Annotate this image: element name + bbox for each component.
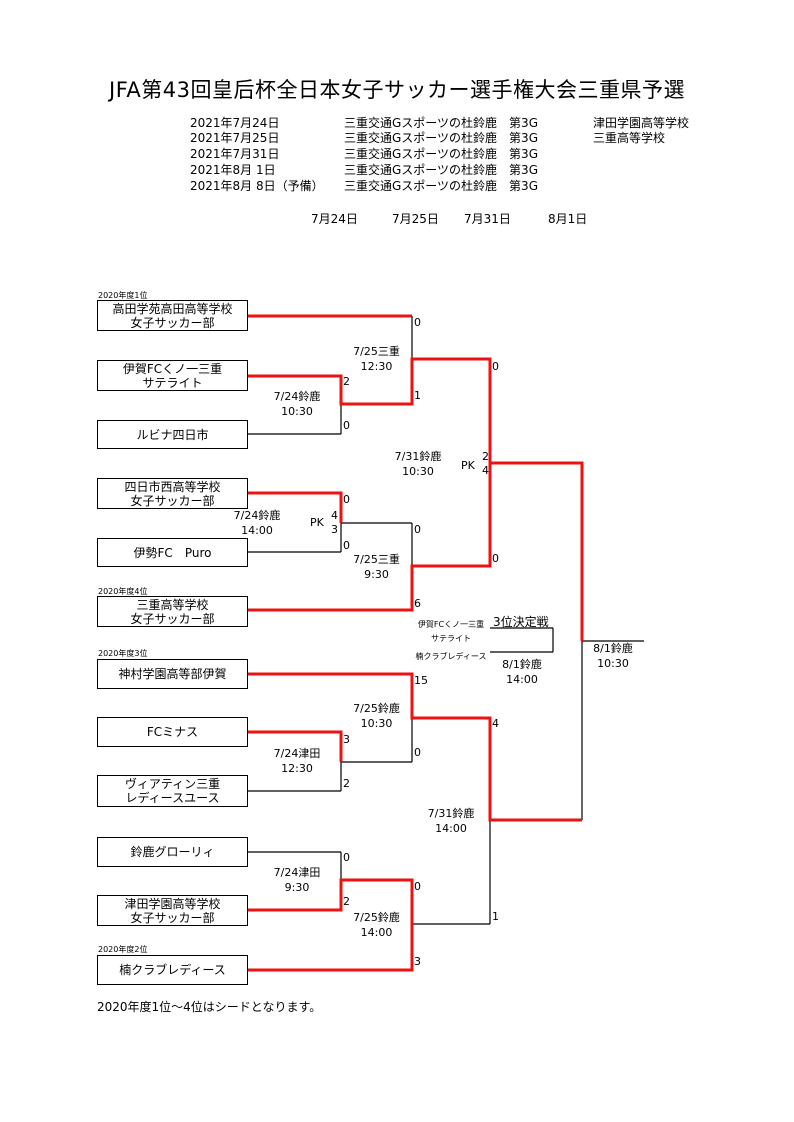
team-name: 高田学苑高田高等学校	[112, 301, 233, 316]
schedule-extra: 津田学園高等学校	[593, 116, 690, 130]
page-title: JFA第43回皇后杯全日本女子サッカー選手権大会三重県予選	[109, 78, 685, 102]
seed-label: 2020年度1位	[98, 291, 148, 300]
score: 6	[414, 597, 421, 610]
score: 2	[343, 895, 350, 908]
schedule-date: 2021年7月24日	[190, 116, 280, 130]
column-header: 7月24日	[311, 212, 358, 226]
pk-label: PK	[310, 516, 324, 529]
team-name-sub: レディースユース	[125, 791, 220, 805]
team-name: ヴィアティン三重	[124, 777, 221, 791]
score: 2	[482, 450, 489, 463]
team-box: 高田学苑高田高等学校 女子サッカー部	[97, 300, 248, 331]
team-name-sub: 女子サッカー部	[130, 611, 215, 626]
team-box: 伊勢FC Puro	[97, 538, 248, 567]
score: 15	[414, 674, 428, 687]
score: 0	[414, 746, 421, 759]
team-name-sub: 女子サッカー部	[130, 910, 215, 925]
seed-label: 2020年度3位	[98, 649, 148, 658]
team-name: FCミナス	[146, 725, 199, 739]
score: 3	[414, 955, 421, 968]
score: 0	[414, 316, 421, 329]
score: 2	[343, 375, 350, 388]
team-name: 三重高等学校	[136, 597, 209, 612]
team-box: 四日市西高等学校 女子サッカー部	[97, 478, 248, 509]
score: 0	[343, 419, 350, 432]
team-box: 伊賀FCくノ一三重 サテライト	[97, 360, 248, 391]
team-name: 楠クラブレディース	[119, 963, 226, 977]
team-box: 津田学園高等学校 女子サッカー部	[97, 895, 248, 926]
team-name: 鈴鹿グローリィ	[130, 845, 215, 859]
third-place-team: 楠クラブレディース	[415, 652, 487, 661]
team-name: 神村学園高等部伊賀	[118, 667, 227, 681]
score: 0	[343, 851, 350, 864]
team-box: 神村学園高等部伊賀	[97, 659, 248, 689]
team-box: 三重高等学校 女子サッカー部	[97, 596, 248, 627]
team-name-sub: サテライト	[142, 375, 203, 390]
score: 4	[482, 464, 489, 477]
schedule-venue: 三重交通Gスポーツの杜鈴鹿 第3G	[344, 179, 538, 193]
team-box: ヴィアティン三重 レディースユース	[97, 775, 248, 807]
score: 3	[331, 523, 338, 536]
score: 4	[492, 717, 499, 730]
seed-label: 2020年度4位	[98, 587, 148, 596]
pk-label: PK	[461, 459, 475, 472]
score: 0	[343, 493, 350, 506]
schedule-date: 2021年8月 8日（予備）	[190, 179, 324, 193]
column-header: 7月25日	[392, 212, 439, 226]
team-box: 楠クラブレディース	[97, 955, 248, 985]
schedule-venue: 三重交通Gスポーツの杜鈴鹿 第3G	[344, 131, 538, 145]
column-header: 8月1日	[548, 212, 588, 226]
schedule-date: 2021年8月 1日	[190, 163, 276, 177]
score: 4	[331, 509, 338, 522]
score: 3	[343, 733, 350, 746]
schedule-venue: 三重交通Gスポーツの杜鈴鹿 第3G	[344, 163, 538, 177]
team-box: FCミナス	[97, 717, 248, 747]
score: 0	[414, 880, 421, 893]
team-name-sub: 女子サッカー部	[130, 493, 215, 508]
score: 0	[492, 552, 499, 565]
score: 1	[414, 389, 421, 402]
score: 2	[343, 777, 350, 790]
schedule-date: 2021年7月25日	[190, 131, 280, 145]
team-name: 津田学園高等学校	[124, 896, 221, 911]
score: 0	[414, 523, 421, 536]
team-name-sub: 女子サッカー部	[130, 315, 215, 330]
schedule-extra: 三重高等学校	[593, 131, 666, 145]
score: 1	[492, 910, 499, 923]
schedule-date: 2021年7月31日	[190, 147, 280, 161]
third-place-title: 3位決定戦	[493, 615, 549, 629]
team-box: 鈴鹿グローリィ	[97, 837, 248, 867]
team-box: ルビナ四日市	[97, 420, 248, 449]
column-header: 7月31日	[464, 212, 511, 226]
third-place-team: 伊賀FCくノ一三重 サテライト	[417, 620, 485, 643]
score: 0	[492, 360, 499, 373]
team-name: 伊勢FC Puro	[133, 545, 212, 560]
seed-note: 2020年度1位～4位はシードとなります。	[97, 1000, 322, 1014]
team-name: ルビナ四日市	[136, 427, 209, 442]
team-name: 伊賀FCくノ一三重	[122, 361, 223, 376]
seed-label: 2020年度2位	[98, 945, 148, 954]
schedule-venue: 三重交通Gスポーツの杜鈴鹿 第3G	[344, 147, 538, 161]
team-name: 四日市西高等学校	[124, 479, 221, 494]
schedule-venue: 三重交通Gスポーツの杜鈴鹿 第3G	[344, 116, 538, 130]
score: 0	[343, 539, 350, 552]
